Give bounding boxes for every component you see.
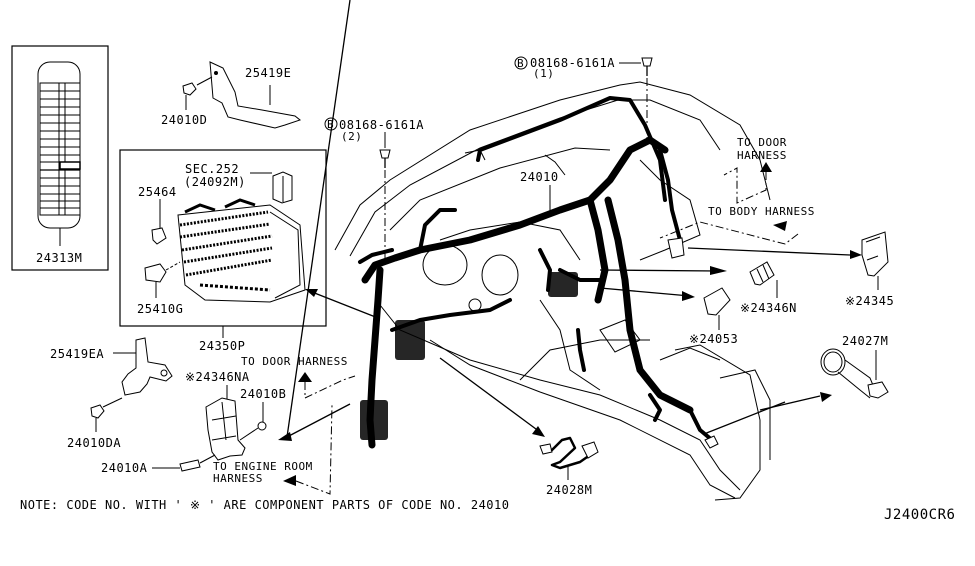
left-harness-routing: TO DOOR HARNESS TO ENGINE ROOM HARNESS [213,0,356,495]
bolt-marker-b-1 [514,56,528,70]
part-24350P-group: SEC.252 (24092M) 25464 25410G 24350P [119,149,327,353]
part-25419EA-group: 25419EA 24010DA [50,337,173,450]
label-bolt-qty-2: (2) [341,130,362,143]
label-bolt-mark-1: B [517,57,524,70]
bracket-25419EA [121,337,173,396]
arrow-to-24346NA [278,432,292,441]
footnote: NOTE: CODE NO. WITH ' ※ ' ARE COMPONENT … [20,498,509,512]
grommet-24027M [820,348,846,376]
label-to-body-harness: TO BODY HARNESS [708,205,815,218]
label-25419EA: 25419EA [50,347,104,361]
bracket-25419E [209,61,302,129]
connector-24346NA [205,397,246,461]
label-24346NA: ※24346NA [185,370,250,384]
diagram-code: J2400CR6 [884,507,955,523]
part-24346NA-group: ※24346NA 24010B 24010A [101,370,286,475]
arrow-to-24028M [532,426,545,437]
part-24053-group: ※24053 [689,287,738,346]
label-24313M: 24313M [36,251,82,265]
label-24010DA: 24010DA [67,436,121,450]
nut-24010B [257,421,267,431]
label-24028M: 24028M [546,483,592,497]
bolt-08168-6161A-1-group: B 08168-6161A (1) [514,56,653,140]
label-24345: ※24345 [845,294,894,308]
arrow-to-24345 [850,250,862,259]
connector-24028M-left [539,443,553,455]
arrow-to-24346N [710,266,727,275]
part-24346N-group: ※24346N [740,261,797,315]
fuse-label-grid [39,82,81,216]
label-24010A: 24010A [101,461,148,475]
label-to-engine-room-2: HARNESS [213,472,263,485]
label-25419E: 25419E [245,66,291,80]
arrow-to-24053 [682,291,695,301]
arrow-left-engine-room [283,475,296,486]
label-to-door-harness-top-1: TO DOOR [737,136,787,149]
label-24350P: 24350P [199,339,245,353]
connector-25410G [144,263,167,283]
label-24092M: (24092M) [184,175,246,189]
arrow-up-door-left [298,372,312,382]
stud-24010A [179,459,201,472]
connector-24345 [861,231,889,277]
label-bolt-08168-6161A-2: 08168-6161A [339,118,424,132]
arrow-to-body-harness [773,221,787,231]
label-25410G: 25410G [137,302,183,316]
part-24028M-group: 24028M [439,357,599,497]
fuse-block-24350P [177,198,306,303]
label-24010D: 24010D [161,113,207,127]
main-harness-24010: 24010 [358,96,714,449]
label-24346N: ※24346N [740,301,797,315]
bolt-08168-6161A-2-group: B 08168-6161A (2) [324,117,424,260]
label-to-door-harness-top-2: HARNESS [737,149,787,162]
label-bolt-mark-2: B [327,118,334,131]
part-25419E-group: 25419E 24010D [161,61,302,129]
inset-frame-24313M [11,45,109,271]
label-bolt-08168-6161A-1: 08168-6161A [530,56,615,70]
bolt-24010DA [90,404,105,419]
label-24010: 24010 [520,170,559,184]
dashboard-outline [334,81,771,501]
bolt-marker-b-2 [324,117,338,131]
arrow-to-24027M [820,392,832,402]
label-24053: ※24053 [689,332,738,346]
label-to-door-harness-left: TO DOOR HARNESS [241,355,348,368]
connector-24028M-right [581,441,599,459]
bolt-24010D [182,82,197,96]
arrow-to-fuse-block [305,289,379,319]
connector-24053 [703,287,731,316]
part-24345-group: ※24345 [845,231,894,308]
bolt-08168-6161A-1 [641,57,653,67]
right-harness-routing: TO DOOR HARNESS TO BODY HARNESS [599,136,862,301]
label-sec252: SEC.252 [185,162,239,176]
label-bolt-qty-1: (1) [533,67,554,80]
relay-25464 [151,227,167,245]
label-24027M: 24027M [842,334,888,348]
part-24313M-group: 24313M [11,45,109,271]
bolt-08168-6161A-2 [379,149,391,159]
label-to-engine-room-1: TO ENGINE ROOM [213,460,313,473]
connector-24027M [867,381,889,399]
connector-24346N [749,261,775,286]
arrow-up-door-right [760,162,772,172]
label-24010B: 24010B [240,387,286,401]
label-25464: 25464 [138,185,177,199]
part-24027M-group: 24027M [703,334,889,449]
